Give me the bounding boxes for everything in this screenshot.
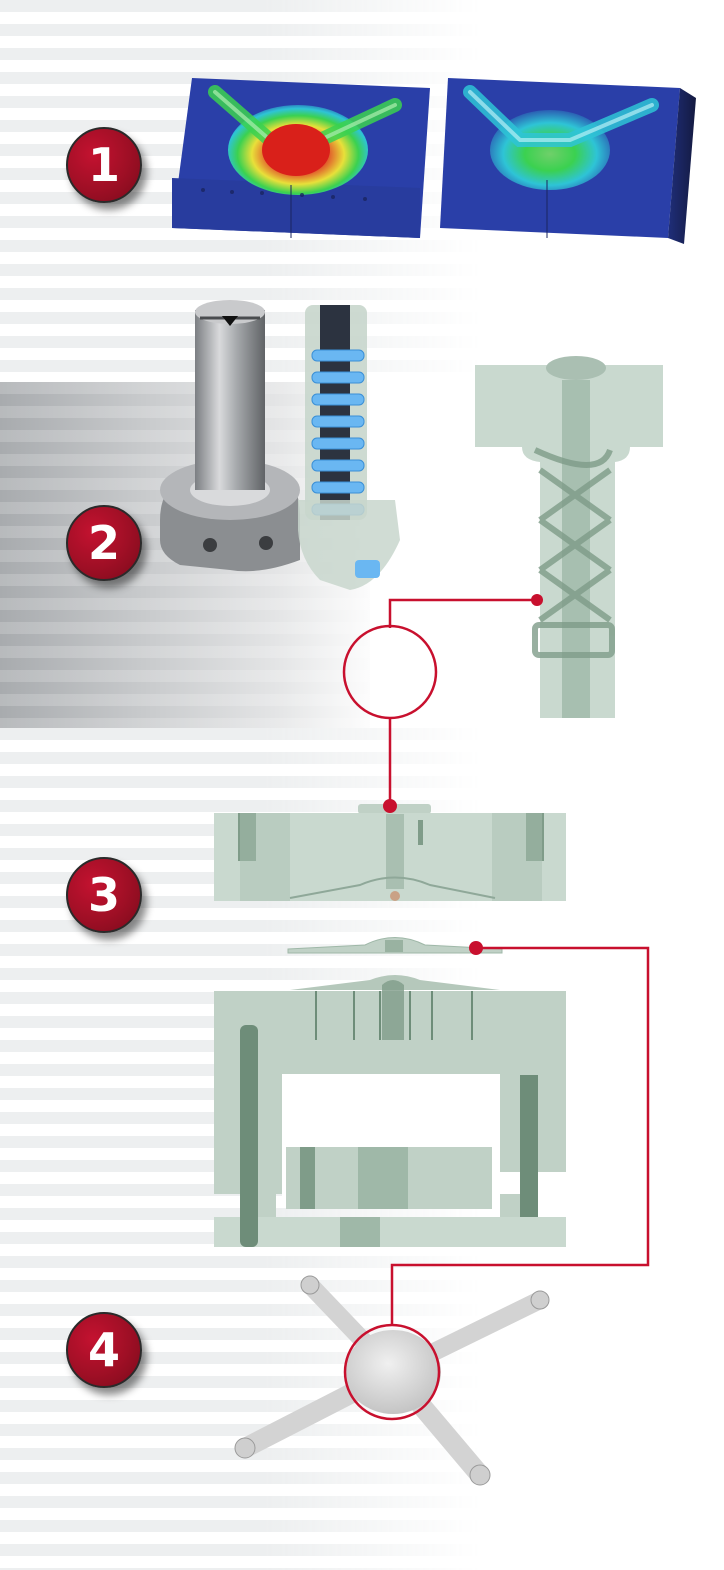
callout-connector-insert-to-plate [342, 598, 537, 806]
step-number: 4 [87, 1323, 120, 1377]
callout-dot-plate [383, 799, 397, 813]
step-badge-4: 4 [66, 1312, 142, 1388]
step-number: 3 [87, 868, 120, 922]
step-number: 1 [87, 138, 120, 192]
step-badge-3: 3 [66, 857, 142, 933]
callout-dot-insert [531, 594, 543, 606]
step-badge-1: 1 [66, 127, 142, 203]
callout-dot-part [469, 941, 483, 955]
four-arm-molded-part [234, 1275, 550, 1486]
metal-core-insert [160, 300, 300, 572]
mold-half-heatmap-cooled [440, 78, 696, 244]
molded-part-side-view [287, 937, 503, 954]
callout-connector-part-to-final [343, 946, 650, 1421]
cutaway-helical-cooling-channel [298, 305, 400, 590]
mold-half-heatmap-hot [172, 78, 430, 238]
transparent-insert-double-helix [475, 356, 663, 718]
mold-base-section [214, 975, 566, 1247]
step-badge-2: 2 [66, 505, 142, 581]
step-number: 2 [87, 516, 120, 570]
top-clamp-plate-section [214, 804, 566, 901]
